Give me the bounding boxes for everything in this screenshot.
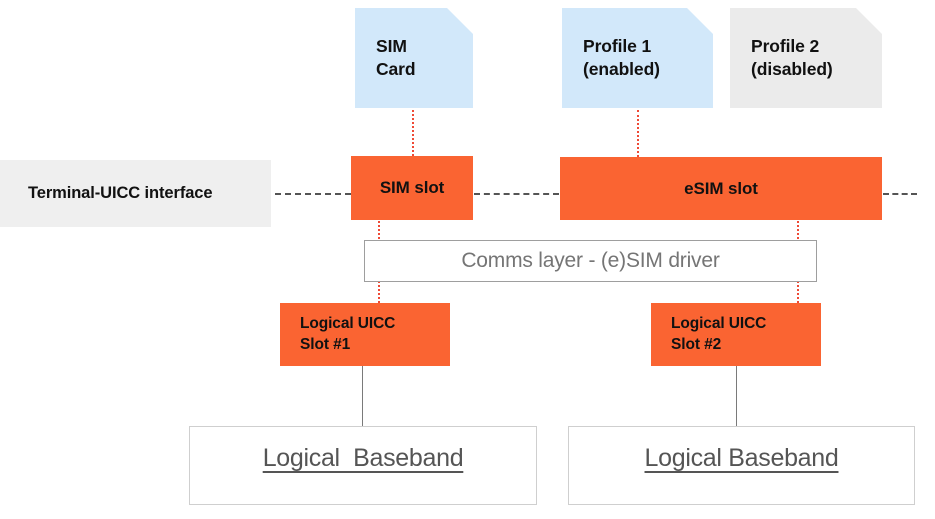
comms-layer-label: Comms layer - (e)SIM driver: [461, 249, 720, 272]
esim-slot-box[interactable]: eSIM slot: [560, 157, 882, 220]
connector-profile1-to-esim-slot: [637, 110, 639, 157]
terminal-uicc-interface-box: Terminal-UICC interface: [0, 160, 271, 227]
logical-uicc-slot-2-label: Logical UICC Slot #2: [671, 314, 767, 353]
profile-2-label: Profile 2 (disabled): [751, 35, 833, 79]
profile-1-card-shape[interactable]: Profile 1 (enabled): [562, 8, 713, 108]
logical-baseband-2-box[interactable]: Logical Baseband: [568, 426, 915, 505]
logical-baseband-1-label: Logical Baseband: [262, 444, 464, 472]
sim-card-label: SIM Card: [376, 35, 416, 79]
connector-uicc-slot-1-to-baseband-1: [362, 366, 363, 427]
sim-slot-label: SIM slot: [379, 178, 445, 197]
logical-baseband-1-box[interactable]: Logical Baseband: [189, 426, 537, 505]
logical-baseband-2-label: Logical Baseband: [644, 444, 839, 472]
connector-sim-card-to-sim-slot: [412, 110, 414, 156]
interface-dash-right: [883, 193, 917, 195]
interface-dash-left: [275, 193, 351, 195]
interface-dash-middle: [474, 193, 559, 195]
profile-2-card-shape[interactable]: Profile 2 (disabled): [730, 8, 882, 108]
profile-1-label: Profile 1 (enabled): [583, 35, 660, 79]
sim-slot-box[interactable]: SIM slot: [351, 156, 473, 220]
logical-uicc-slot-1-label: Logical UICC Slot #1: [300, 314, 396, 353]
logical-uicc-slot-1-box[interactable]: Logical UICC Slot #1: [280, 303, 450, 366]
terminal-uicc-interface-label: Terminal-UICC interface: [28, 184, 213, 202]
sim-card-shape[interactable]: SIM Card: [355, 8, 473, 108]
connector-uicc-slot-2-to-baseband-2: [736, 366, 737, 427]
comms-layer-box[interactable]: Comms layer - (e)SIM driver: [364, 240, 817, 282]
esim-slot-label: eSIM slot: [684, 178, 758, 198]
logical-uicc-slot-2-box[interactable]: Logical UICC Slot #2: [651, 303, 821, 366]
